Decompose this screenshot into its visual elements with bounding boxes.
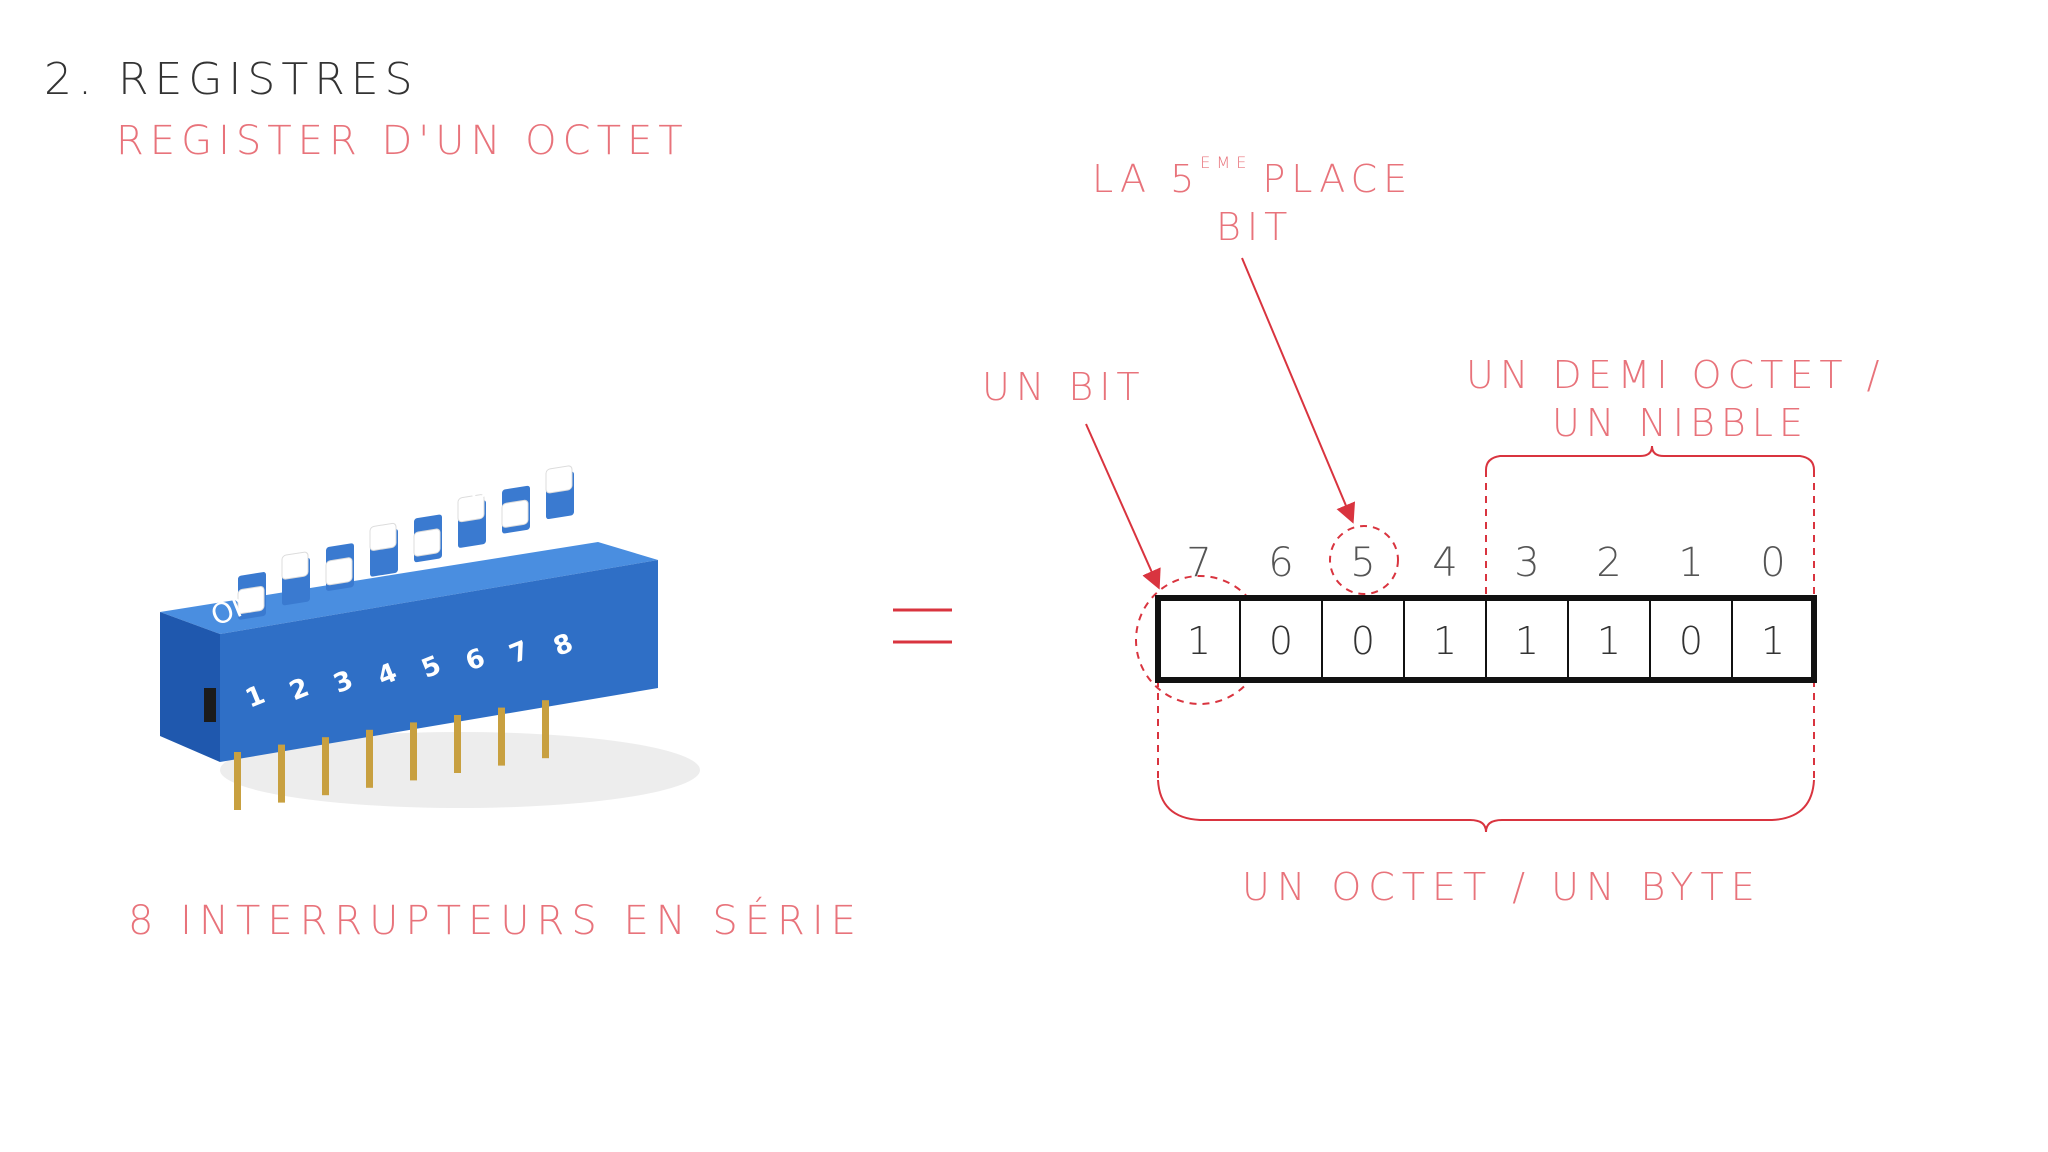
dip-switch-toggle [281, 551, 309, 580]
dip-pin [542, 700, 549, 759]
register-bit-indices: 7 6 5 4 3 2 1 0 [1186, 540, 1785, 586]
dip-pin [366, 729, 373, 788]
dip-caption: 8 INTERRUPTEURS EN SÉRIE [128, 898, 863, 944]
dip-switch-toggle [457, 494, 485, 523]
dip-pin [410, 722, 417, 781]
page-title: 2. REGISTRES [44, 54, 419, 105]
annotation-byte: UN OCTET / UN BYTE [1242, 865, 1762, 909]
register-bit-value: 1 [1597, 619, 1621, 663]
dip-switch-toggle [545, 465, 573, 494]
dip-switch-toggle [501, 499, 529, 528]
dip-pin [278, 744, 285, 803]
register-bit-value: 1 [1433, 619, 1457, 663]
arrow-to-one-bit [1085, 423, 1161, 590]
dip-switch-toggle [237, 586, 265, 614]
arrow-to-fifth-bit [1241, 257, 1356, 524]
register-cells: 1 0 0 1 1 1 0 1 [1155, 595, 1817, 683]
dip-pin [454, 715, 461, 773]
register-bit-value: 1 [1187, 619, 1211, 663]
register-bit-value: 1 [1761, 619, 1785, 663]
register-bit-value: 0 [1679, 619, 1703, 663]
register-bit-index: 3 [1514, 540, 1539, 586]
dip-body-side [220, 560, 658, 762]
register-bit-index: 1 [1678, 540, 1703, 586]
highlight-circle-fifth-index [1329, 525, 1399, 595]
register-bit-index: 7 [1186, 540, 1211, 586]
byte-brace [1157, 779, 1815, 833]
annotation-fifth-bit-line2: BIT [1216, 205, 1293, 249]
dip-pin [234, 752, 241, 810]
dip-pins-front [234, 700, 549, 810]
dip-pin [498, 707, 505, 766]
dip-notch [204, 688, 216, 722]
dip-switch-toggle [413, 528, 441, 557]
register-cell [1239, 597, 1323, 681]
register-bit-value: 0 [1269, 619, 1293, 663]
register-bit-index: 6 [1268, 540, 1293, 586]
register-bit-value: 1 [1515, 619, 1539, 663]
register-bit-index: 2 [1596, 540, 1621, 586]
register-cell [1731, 597, 1815, 681]
register-border [1155, 595, 1817, 683]
dip-pin [322, 737, 329, 796]
register-bit-index: 5 [1350, 540, 1375, 586]
register-cell [1403, 597, 1487, 681]
page-subtitle: REGISTER D'UN OCTET [116, 118, 689, 164]
dip-switches [237, 465, 574, 620]
register-bit-index: 0 [1760, 540, 1785, 586]
dip-switch-toggle [325, 557, 353, 586]
annotation-nibble-line1: UN DEMI OCTET / [1466, 353, 1885, 397]
annotation-nibble-line2: UN NIBBLE [1552, 401, 1809, 445]
annotation-one-bit: UN BIT [982, 365, 1146, 409]
dip-switch-toggle [369, 522, 397, 551]
register-bit-value: 0 [1351, 619, 1375, 663]
register-bit-index: 4 [1432, 540, 1457, 586]
nibble-brace [1485, 445, 1815, 471]
dip-body-top [160, 542, 658, 634]
dip-body-front [160, 612, 220, 762]
